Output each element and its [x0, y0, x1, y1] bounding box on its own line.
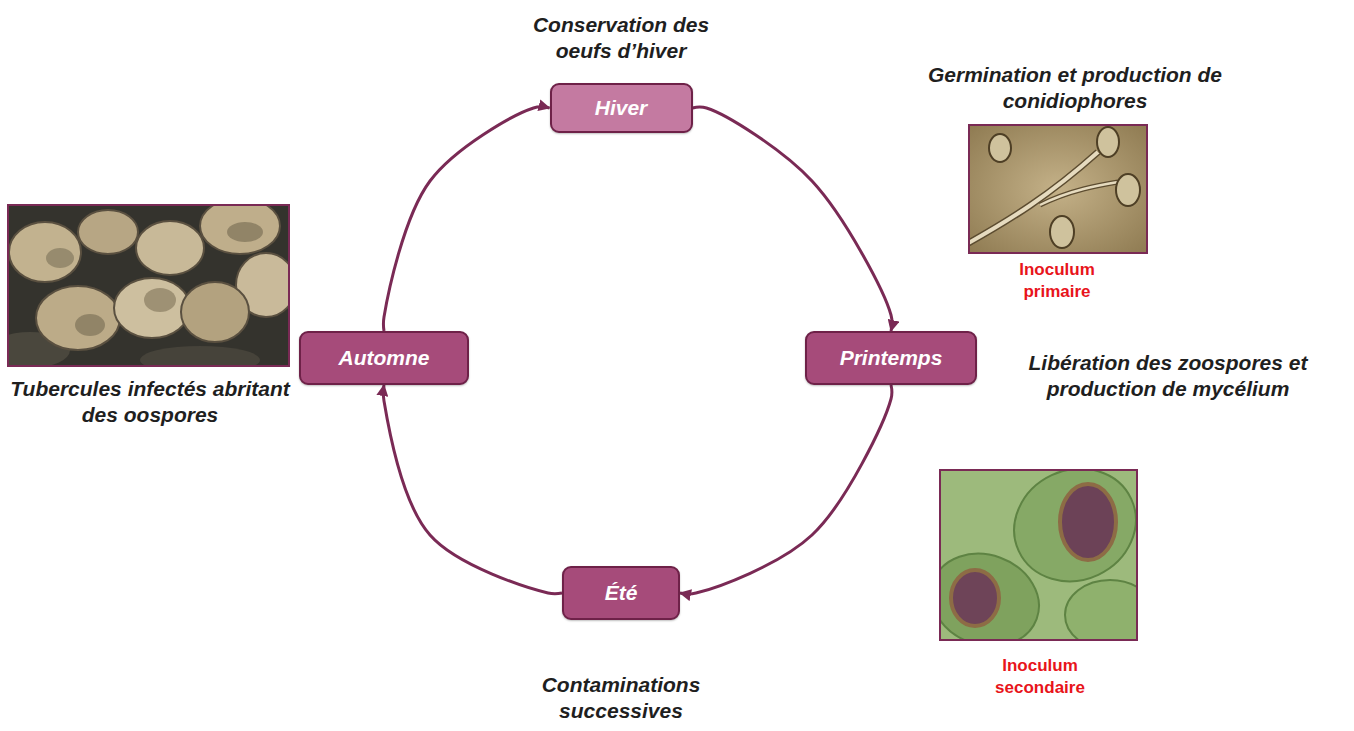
- stage-caption: Libération des zoospores et production d…: [993, 350, 1343, 403]
- tuber: [200, 205, 280, 254]
- season-text-wrap: Printemps: [840, 346, 943, 370]
- leaf-photo: [940, 470, 1137, 640]
- season-text-wrap: Été: [605, 581, 638, 605]
- tuber-lesion: [75, 314, 105, 336]
- tuber-lesion: [227, 222, 263, 242]
- leaf-lesion: [951, 570, 999, 626]
- season-box: Été: [562, 566, 680, 620]
- tuber-photo: [8, 205, 289, 366]
- hypha: [969, 152, 1098, 245]
- season-name: Hiver: [595, 96, 648, 120]
- sporangium: [989, 134, 1011, 162]
- sporangium: [1050, 216, 1074, 248]
- hypha: [1040, 182, 1118, 205]
- stage-caption: Tubercules infectés abritant des oospore…: [10, 376, 290, 429]
- tuber: [9, 222, 81, 282]
- tuber: [78, 210, 138, 254]
- leaf: [1065, 580, 1137, 640]
- tuber-lesion: [144, 288, 176, 312]
- inoculum-label: Inoculum primaire: [997, 259, 1117, 303]
- hypha: [969, 152, 1098, 245]
- photo-frame: [940, 470, 1137, 640]
- microscope-photo: [969, 125, 1147, 253]
- inoculum-label: Inoculum secondaire: [975, 655, 1105, 699]
- season-name: Printemps: [840, 346, 943, 370]
- season-name: Été: [605, 581, 638, 605]
- season-text-wrap: Automne: [339, 346, 430, 370]
- sporangium: [1097, 127, 1119, 157]
- tuber-lesion: [46, 248, 74, 268]
- photo-frame: [8, 205, 289, 366]
- season-name: Automne: [339, 346, 430, 370]
- soil-clump: [140, 346, 260, 366]
- leaf-lesion: [1060, 484, 1116, 560]
- tuber: [181, 282, 249, 342]
- tuber: [136, 221, 204, 275]
- season-text-wrap: Hiver: [595, 96, 648, 120]
- stage-caption: Germination et production de conidiophor…: [915, 62, 1235, 115]
- hypha: [1040, 182, 1118, 205]
- photo-frame: [969, 125, 1147, 253]
- stage-caption: Contaminations successives: [506, 672, 736, 725]
- leaf: [940, 539, 1052, 640]
- tuber: [114, 278, 190, 338]
- cycle-arrow: [383, 107, 549, 331]
- cycle-arrow: [693, 107, 892, 331]
- season-box: Hiver: [550, 83, 693, 133]
- cycle-arrow: [383, 385, 562, 594]
- tuber: [36, 286, 120, 350]
- stage-caption: Conservation des oeufs d’hiver: [516, 12, 726, 65]
- cycle-arrow: [680, 385, 892, 594]
- sporangium: [1116, 174, 1140, 206]
- season-box: Printemps: [805, 331, 977, 385]
- season-box: Automne: [299, 331, 469, 385]
